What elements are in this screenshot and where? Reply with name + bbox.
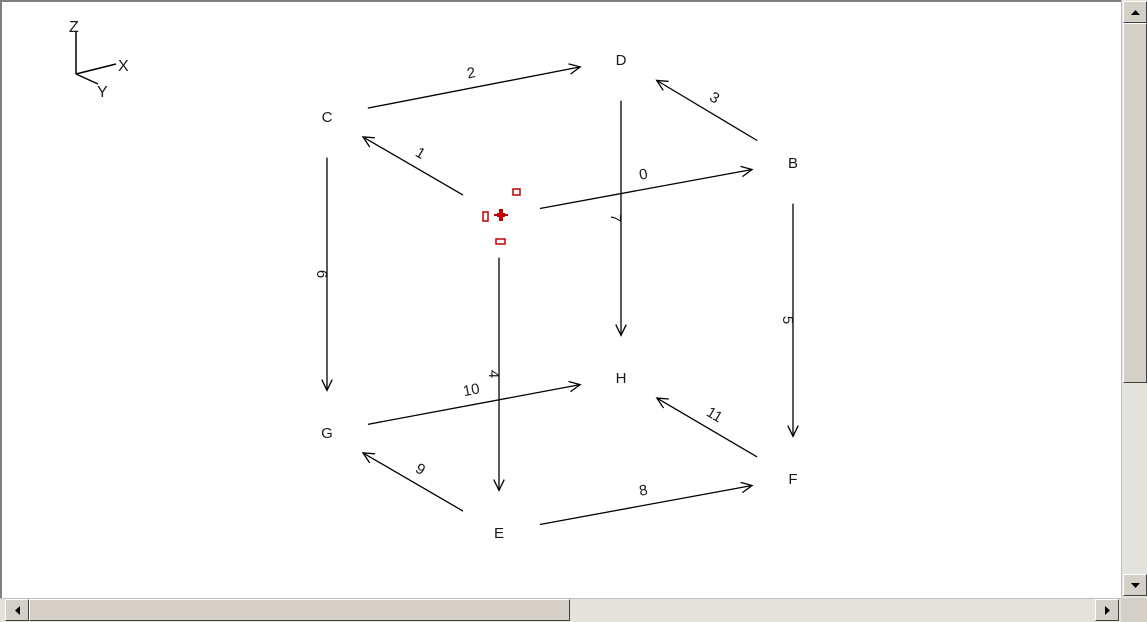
edge-2[interactable]: 2 — [367, 63, 582, 109]
arrow-head-icon — [740, 165, 754, 178]
graph-svg: Z X Y 0 1 2 3 4 5 6 7 8 9 10 11 B C D E F G H — [69, 19, 799, 542]
vertical-scroll-thumb[interactable] — [1123, 23, 1147, 383]
node-c[interactable]: C — [322, 109, 333, 126]
node-f[interactable]: F — [788, 471, 797, 488]
edge-group: 0 1 2 3 4 5 6 7 8 9 10 11 — [313, 63, 799, 526]
edge-10[interactable]: 10 — [367, 380, 582, 425]
arrow-head-icon — [787, 425, 799, 438]
edge-label: 11 — [703, 404, 725, 427]
arrow-up-icon[interactable] — [1123, 1, 1147, 23]
node-group: B C D E F G H — [321, 52, 798, 542]
arrow-head-icon — [655, 79, 669, 91]
move-cursor-icon — [494, 209, 508, 221]
edge-line — [656, 79, 758, 142]
arrow-left-icon[interactable] — [5, 599, 29, 621]
edge-5[interactable]: 5 — [779, 203, 799, 438]
edge-line — [362, 452, 464, 512]
edge-label: 2 — [466, 64, 477, 82]
edge-4[interactable]: 4 — [485, 257, 505, 492]
arrow-head-icon — [493, 479, 505, 492]
arrow-head-icon — [740, 481, 754, 494]
edge-line — [362, 136, 464, 196]
axis-x-label: X — [118, 58, 129, 75]
edge-label: 5 — [779, 316, 796, 324]
arrow-head-icon — [361, 136, 375, 148]
node-b[interactable]: B — [788, 155, 798, 172]
edge-3[interactable]: 3 — [655, 79, 758, 142]
axis-y-label: Y — [97, 84, 108, 101]
selection-handle-left[interactable] — [482, 211, 489, 222]
scrollbar-corner — [1121, 598, 1147, 622]
axis-z-label: Z — [69, 19, 79, 36]
arrow-right-icon[interactable] — [1095, 599, 1119, 621]
edge-label: 8 — [638, 482, 649, 500]
node-d[interactable]: D — [616, 52, 627, 69]
arrow-head-icon — [361, 452, 375, 464]
edge-label: 7 — [607, 214, 624, 222]
edge-line — [367, 66, 581, 109]
selection-handle-bottom[interactable] — [495, 238, 506, 245]
arrow-down-icon[interactable] — [1123, 574, 1147, 596]
axis-indicator: Z X Y — [69, 19, 129, 101]
edge-label: 9 — [412, 460, 428, 479]
node-e[interactable]: E — [494, 525, 504, 542]
edge-7[interactable]: 7 — [607, 100, 627, 337]
edge-8[interactable]: 8 — [539, 481, 754, 526]
node-g[interactable]: G — [321, 425, 333, 442]
edge-6[interactable]: 6 — [313, 157, 333, 392]
arrow-head-icon — [615, 324, 627, 337]
edge-label: 6 — [313, 270, 330, 278]
edge-label: 0 — [638, 166, 649, 184]
arrow-head-icon — [655, 397, 669, 409]
selected-node-marker[interactable] — [482, 188, 521, 245]
edge-line — [656, 397, 758, 458]
edge-line — [539, 168, 753, 210]
edge-11[interactable]: 11 — [655, 397, 758, 458]
edge-label: 10 — [462, 380, 482, 400]
node-h[interactable]: H — [616, 370, 627, 387]
arrow-head-icon — [321, 379, 333, 392]
graph-canvas[interactable]: Z X Y 0 1 2 3 4 5 6 7 8 9 10 11 B C D E F G H — [0, 0, 1121, 598]
edge-label: 4 — [485, 370, 502, 378]
edge-0[interactable]: 0 — [539, 165, 754, 210]
edge-1[interactable]: 1 — [361, 136, 464, 196]
horizontal-scrollbar[interactable] — [0, 598, 1121, 622]
arrow-head-icon — [568, 63, 582, 75]
edge-label: 3 — [707, 89, 723, 108]
arrow-head-icon — [568, 380, 582, 393]
edge-label: 1 — [412, 144, 428, 163]
edge-line — [539, 484, 753, 526]
edge-line — [367, 384, 581, 425]
selection-handle-top[interactable] — [512, 188, 521, 196]
vertical-scrollbar[interactable] — [1121, 0, 1147, 598]
horizontal-scroll-thumb[interactable] — [29, 599, 570, 621]
edge-9[interactable]: 9 — [361, 452, 464, 512]
